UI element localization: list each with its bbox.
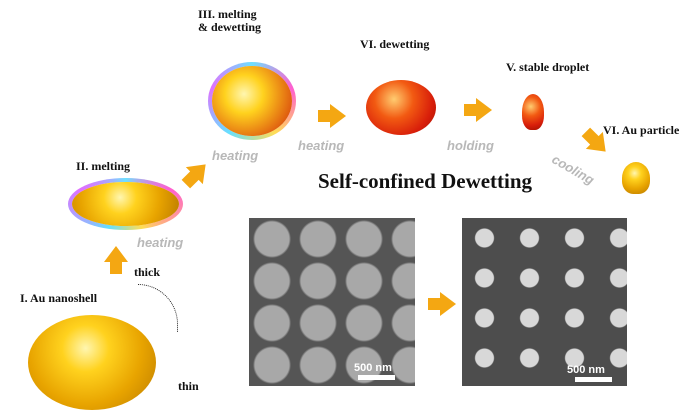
melting-shell-image [68,178,183,230]
stage-3-label-line1: III. melting [198,7,257,21]
scale-bar [358,375,395,380]
process-heating-2: heating [212,148,259,163]
thin-label: thin [178,379,199,393]
arrow-icon [428,292,456,316]
stage-1-label: I. Au nanoshell [20,291,98,305]
stage-5-label: V. stable droplet [506,60,590,74]
arrow-icon [318,104,346,128]
arrow-icon [185,155,215,185]
au-nanoshell-image [28,315,156,410]
process-cooling: cooling [549,151,597,188]
thickness-arrow-icon [138,284,178,332]
stage-3-label-line2: & dewetting [198,20,261,34]
process-heating-3: heating [298,138,345,153]
figure-title: Self-confined Dewetting [318,169,533,193]
stage-6-label: VI. Au particle [603,123,680,137]
scale-label: 500 nm [567,364,605,376]
sem-image-shells: 500 nm [249,218,415,386]
stage-2-label: II. melting [76,159,130,173]
stage-4-label: VI. dewetting [360,37,430,51]
au-particle-image [622,162,650,194]
sem-image-particles: 500 nm [462,218,627,386]
scale-bar [575,377,612,382]
dewetting-image [366,80,436,135]
scale-label: 500 nm [354,362,392,374]
arrow-icon [104,246,128,262]
thick-label: thick [134,265,161,279]
melting-dewetting-image [208,62,296,140]
stable-droplet-image [522,94,544,130]
process-heating-1: heating [137,235,184,250]
process-holding: holding [447,138,494,153]
arrow-icon [464,98,492,122]
